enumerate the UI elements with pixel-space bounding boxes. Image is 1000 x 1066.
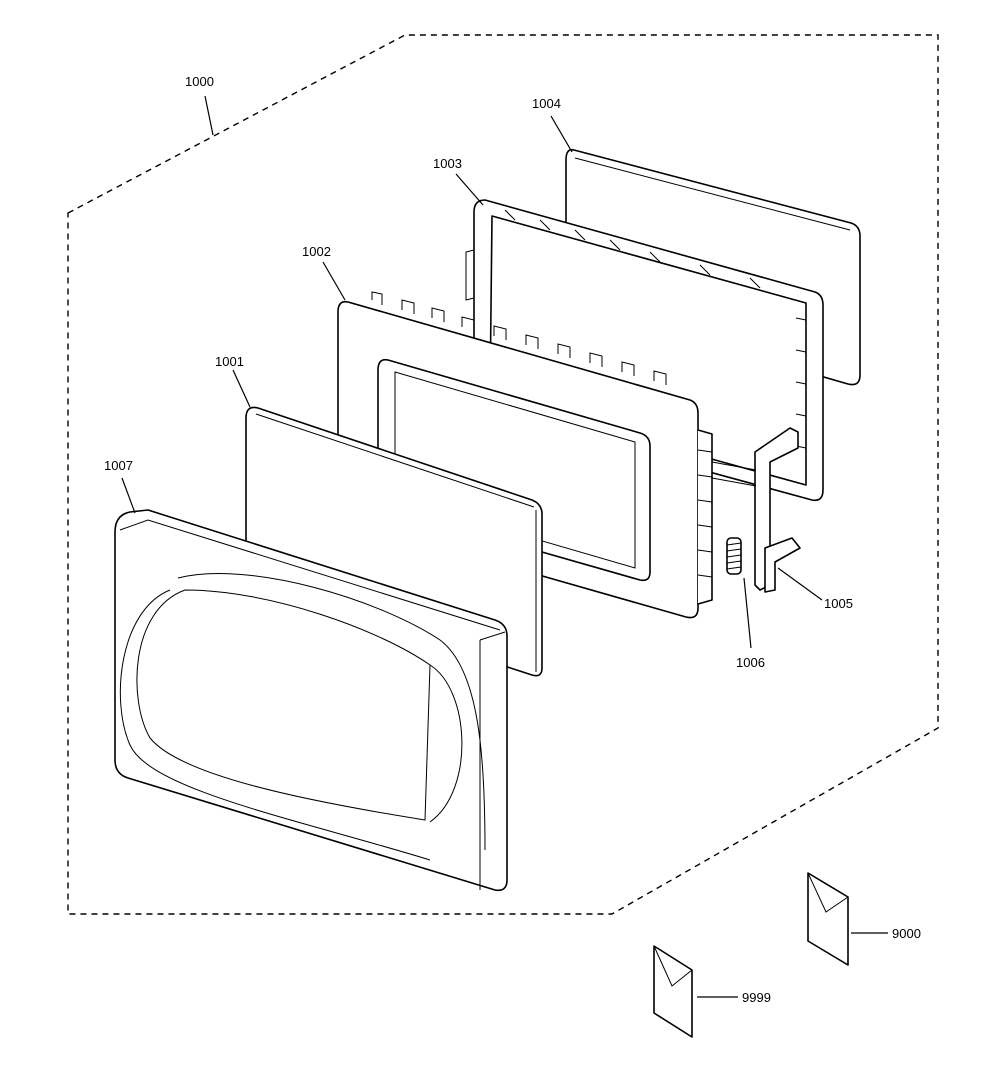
callout-1005: 1005 [824,596,853,611]
assembly-boundary-1000 [67,34,939,915]
callout-9000: 9000 [892,926,921,941]
callout-1000: 1000 [185,74,214,89]
callout-1001: 1001 [215,354,244,369]
callout-1004: 1004 [532,96,561,111]
callout-1006: 1006 [736,655,765,670]
part-1001-panel [245,406,543,677]
leader-lines [121,95,888,998]
callout-9999: 9999 [742,990,771,1005]
callout-1002: 1002 [302,244,331,259]
part-9000-envelope [807,872,849,966]
part-1005-latch [711,427,801,593]
part-9999-envelope [653,945,693,1038]
callout-1007: 1007 [104,458,133,473]
part-1007-door-front [114,509,508,892]
callout-1003: 1003 [433,156,462,171]
part-1006-spring [726,537,742,575]
